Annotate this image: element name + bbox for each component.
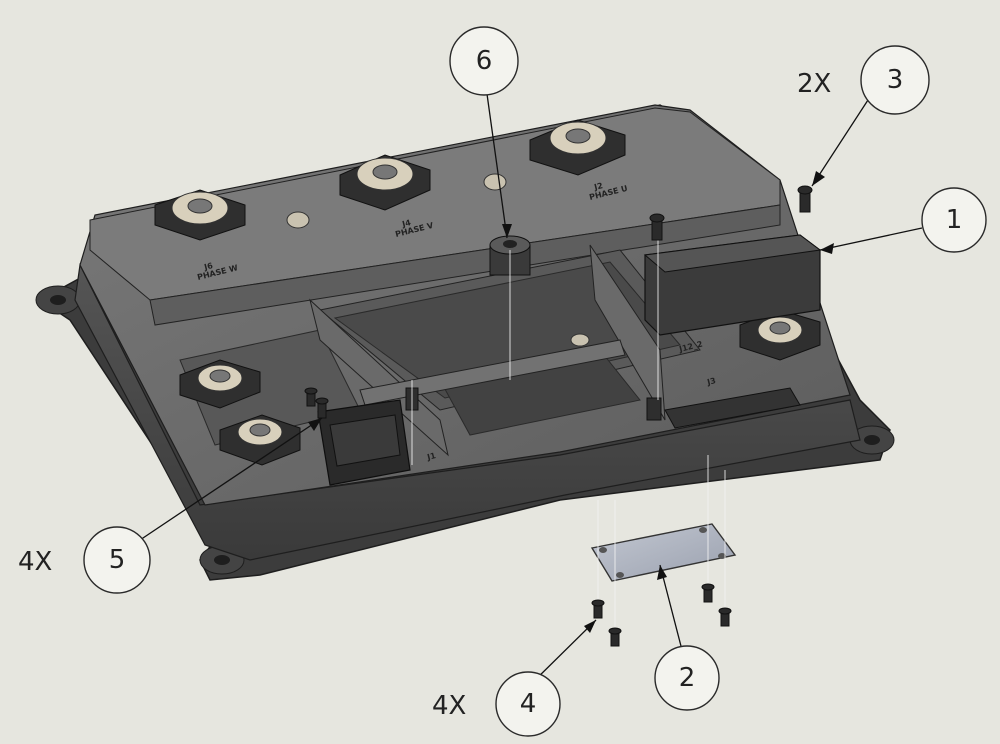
hex-nut: [286, 211, 310, 229]
housing-side-wall: [74, 263, 861, 561]
explode-guide-lines: [411, 230, 726, 630]
leader-lines: [139, 93, 923, 689]
screw-set-item4: [591, 583, 732, 647]
callout-4-qty: 4X: [432, 691, 466, 721]
callout-4: 4: [495, 671, 561, 737]
cover-plate: [590, 523, 737, 582]
terminal-j4-phase-v: [339, 154, 431, 211]
controller-housing: J6 PHASE W J4 PHASE V J2 PHASE U J1 J3 J…: [35, 104, 895, 581]
callout-5-qty: 4X: [18, 547, 52, 577]
label-j1: J1: [425, 451, 437, 462]
terminal-lower-left-2: [219, 414, 301, 466]
label-j3: J3: [705, 376, 716, 387]
callout-4-number: 4: [520, 689, 537, 719]
standoff: [646, 397, 662, 421]
callout-6: 6: [449, 26, 519, 96]
callout-3-qty: 2X: [797, 69, 831, 99]
hex-nut: [570, 333, 590, 347]
callout-2-number: 2: [679, 663, 696, 693]
callout-1-number: 1: [946, 205, 963, 235]
terminal-j6-phase-w: [154, 189, 246, 241]
label-j2: J2: [592, 181, 603, 192]
callout-2: 2: [654, 645, 720, 711]
callout-1: 1: [921, 187, 987, 253]
terminal-lower-left-1: [179, 359, 261, 409]
callout-5-number: 5: [109, 545, 126, 575]
screw-set-item5: [304, 387, 329, 419]
terminal-j2-phase-u: [529, 119, 626, 176]
label-j6: J6: [202, 261, 214, 272]
screw-set-item3: [649, 185, 813, 241]
callout-3-number: 3: [887, 65, 904, 95]
callout-3: 3: [860, 45, 930, 115]
hex-nut: [483, 173, 507, 191]
callout-5: 5: [83, 526, 151, 594]
connector-j3: [664, 387, 801, 429]
callout-6-number: 6: [476, 46, 493, 76]
connector-j1: [317, 399, 411, 486]
label-j4: J4: [400, 218, 412, 229]
